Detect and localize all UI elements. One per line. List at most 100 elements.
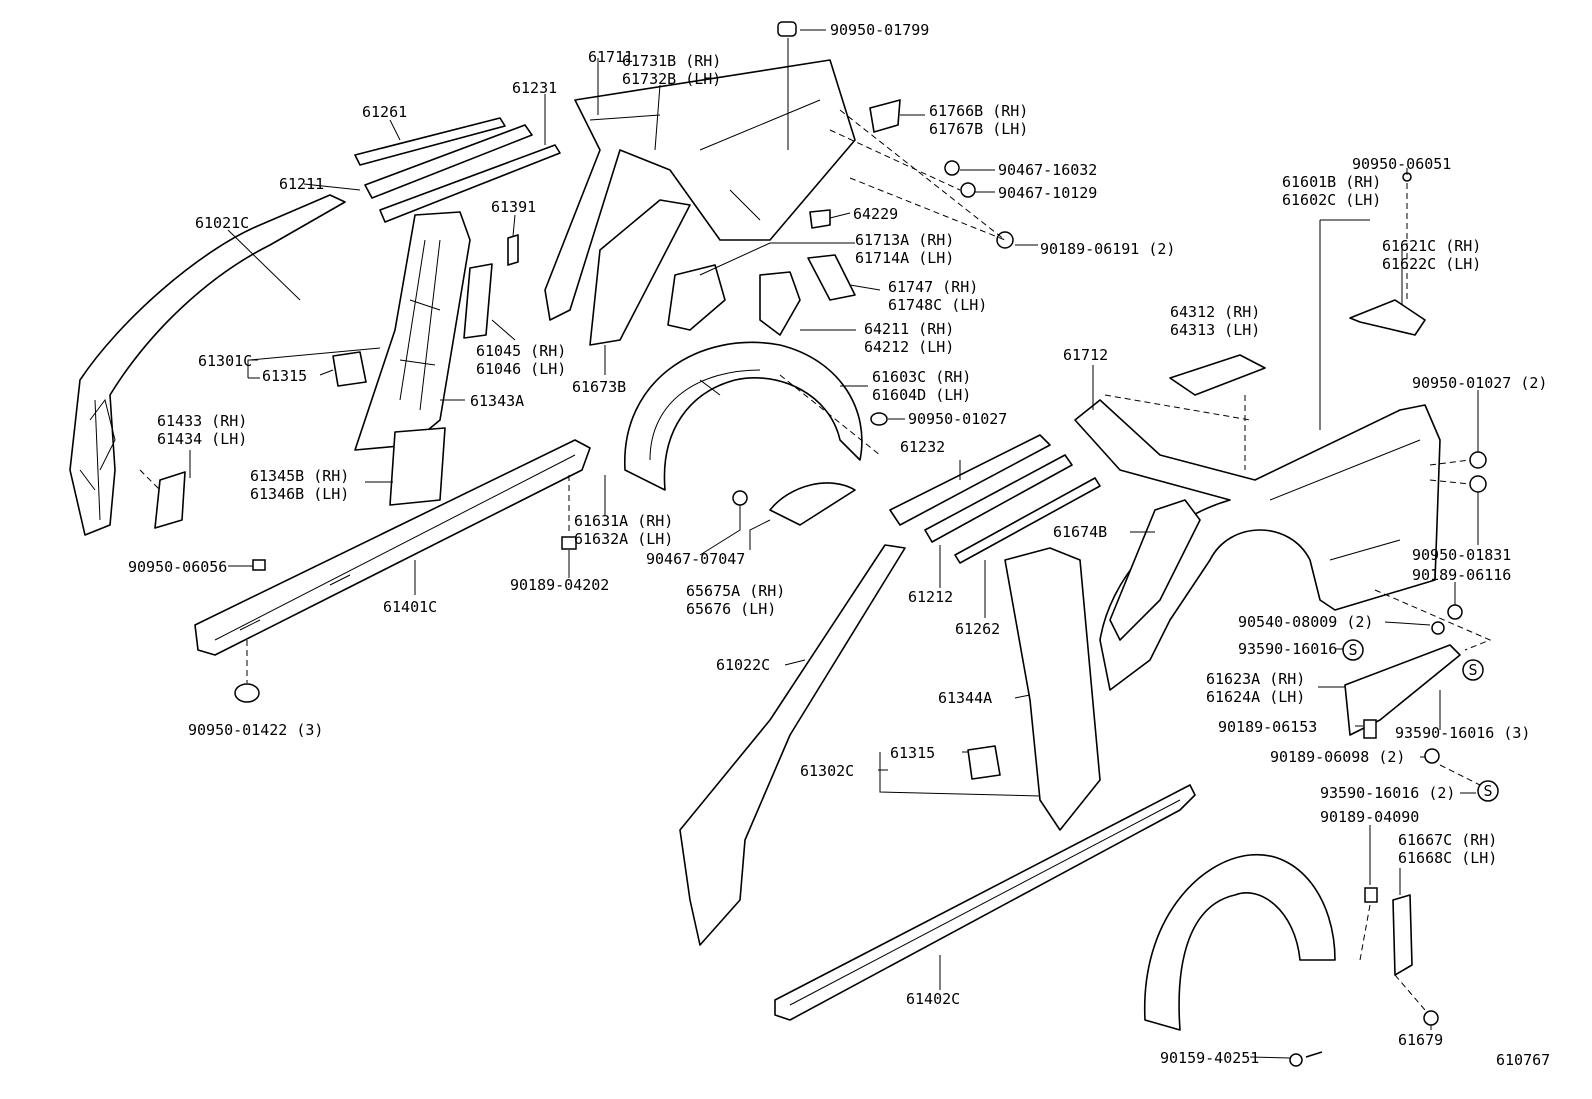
- label-61021c: 61021C: [195, 214, 249, 232]
- part-61667c[interactable]: [1144, 853, 1336, 1031]
- part-61262[interactable]: [954, 477, 1101, 564]
- label-61434: 61434 (LH): [157, 430, 247, 448]
- fasteners: [234, 21, 1487, 1067]
- part-61402c[interactable]: [774, 784, 1196, 1021]
- fastener-90950-01831[interactable]: [1469, 475, 1487, 493]
- label-61731b: 61731B (RH): [622, 52, 721, 70]
- part-64211[interactable]: [759, 271, 801, 336]
- s-symbol-b[interactable]: S: [1462, 659, 1484, 681]
- parts: [69, 59, 1461, 1031]
- part-61674b[interactable]: [1109, 499, 1201, 641]
- label-61679: 61679: [1398, 1031, 1443, 1049]
- label-65676: 65676 (LH): [686, 600, 776, 618]
- part-61261[interactable]: [354, 117, 506, 166]
- part-61766b[interactable]: [869, 99, 901, 133]
- s-symbol-a[interactable]: S: [1342, 639, 1364, 661]
- label-61623a: 61623A (RH): [1206, 670, 1305, 688]
- part-61623a[interactable]: [1344, 644, 1461, 736]
- part-61621c[interactable]: [1349, 299, 1426, 336]
- fastener-90189-06098[interactable]: [1424, 748, 1440, 764]
- part-64312[interactable]: [1169, 354, 1266, 396]
- label-61433: 61433 (RH): [157, 412, 247, 430]
- s-symbol-c[interactable]: S: [1477, 780, 1499, 802]
- part-61433[interactable]: [154, 471, 186, 529]
- label-64229: 64229: [853, 205, 898, 223]
- label-90189-06098: 90189-06098 (2): [1270, 748, 1405, 766]
- part-61747[interactable]: [807, 254, 856, 301]
- diagram-id: 610767: [1496, 1051, 1550, 1069]
- fastener-90540-08009[interactable]: [1431, 621, 1445, 635]
- label-61632a: 61632A (LH): [574, 530, 673, 548]
- label-61301c: 61301C: [198, 352, 252, 370]
- part-61345b[interactable]: [389, 427, 446, 506]
- s-symbol-b-label: S: [1468, 661, 1477, 679]
- part-61631a[interactable]: [624, 341, 863, 491]
- label-61748c: 61748C (LH): [888, 296, 987, 314]
- label-90189-06116: 90189-06116: [1412, 566, 1511, 584]
- part-61302c[interactable]: [1004, 547, 1101, 831]
- label-61343a: 61343A: [470, 392, 524, 410]
- fastener-61679[interactable]: [1423, 1010, 1439, 1026]
- fastener-90189-04202[interactable]: [561, 536, 577, 550]
- s-symbol-a-label: S: [1348, 641, 1357, 659]
- label-64312: 64312 (RH): [1170, 303, 1260, 321]
- label-61261: 61261: [362, 103, 407, 121]
- part-61713a[interactable]: [667, 264, 726, 331]
- label-90159-40251: 90159-40251: [1160, 1049, 1259, 1067]
- label-93590-16016-2: 93590-16016 (2): [1320, 784, 1455, 802]
- leader-lines: [189, 29, 1479, 1059]
- fastener-90159-40251[interactable]: [1289, 1051, 1323, 1067]
- part-61301c[interactable]: [354, 211, 471, 451]
- label-61621c: 61621C (RH): [1382, 237, 1481, 255]
- label-61022c: 61022C: [716, 656, 770, 674]
- label-61712: 61712: [1063, 346, 1108, 364]
- label-90189-06191: 90189-06191 (2): [1040, 240, 1175, 258]
- label-61747: 61747 (RH): [888, 278, 978, 296]
- fastener-90189-04090[interactable]: [1364, 887, 1378, 903]
- label-90950-01027: 90950-01027: [908, 410, 1007, 428]
- fastener-90467-16032[interactable]: [944, 160, 960, 176]
- label-61603c: 61603C (RH): [872, 368, 971, 386]
- part-61022c[interactable]: [679, 544, 906, 946]
- label-93590-16016: 93590-16016: [1238, 640, 1337, 658]
- part-61315-b[interactable]: [967, 745, 1001, 780]
- fastener-90950-06056[interactable]: [252, 559, 266, 571]
- fastener-90467-07047[interactable]: [732, 490, 748, 506]
- part-61231[interactable]: [379, 144, 561, 223]
- label-90950-01799: 90950-01799: [830, 21, 929, 39]
- fastener-90950-01799[interactable]: [777, 21, 797, 37]
- part-61401c[interactable]: [194, 439, 591, 656]
- part-61045[interactable]: [463, 263, 493, 339]
- part-61679[interactable]: [1392, 894, 1413, 976]
- part-61211[interactable]: [364, 124, 533, 199]
- fastener-90467-10129[interactable]: [960, 182, 976, 198]
- label-61346b: 61346B (LH): [250, 485, 349, 503]
- label-61391: 61391: [491, 198, 536, 216]
- label-61212: 61212: [908, 588, 953, 606]
- label-61345b: 61345B (RH): [250, 467, 349, 485]
- part-65675a[interactable]: [769, 482, 856, 526]
- fastener-90950-01027-b[interactable]: [1469, 451, 1487, 469]
- fastener-90950-01422[interactable]: [234, 683, 260, 703]
- fastener-90950-01027-a[interactable]: [870, 412, 888, 426]
- label-90467-16032: 90467-16032: [998, 161, 1097, 179]
- part-61212[interactable]: [924, 454, 1073, 543]
- part-61315-a[interactable]: [332, 351, 367, 387]
- label-90189-04090: 90189-04090: [1320, 808, 1419, 826]
- part-61673b[interactable]: [589, 199, 691, 346]
- part-61021c[interactable]: [69, 194, 346, 536]
- label-93590-16016-3: 93590-16016 (3): [1395, 724, 1530, 742]
- part-61232[interactable]: [889, 434, 1051, 526]
- label-90950-01422: 90950-01422 (3): [188, 721, 323, 739]
- part-64229[interactable]: [809, 209, 831, 229]
- labels: 90950-01799 61711 61731B (RH) 61732B (LH…: [128, 21, 1550, 1069]
- fastener-90189-06116[interactable]: [1447, 604, 1463, 620]
- label-90950-06051: 90950-06051: [1352, 155, 1451, 173]
- part-61391[interactable]: [507, 234, 519, 266]
- label-64211: 64211 (RH): [864, 320, 954, 338]
- fastener-90189-06153[interactable]: [1363, 719, 1377, 739]
- label-64313: 64313 (LH): [1170, 321, 1260, 339]
- label-64212: 64212 (LH): [864, 338, 954, 356]
- label-61315-b: 61315: [890, 744, 935, 762]
- part-61711[interactable]: [544, 59, 856, 321]
